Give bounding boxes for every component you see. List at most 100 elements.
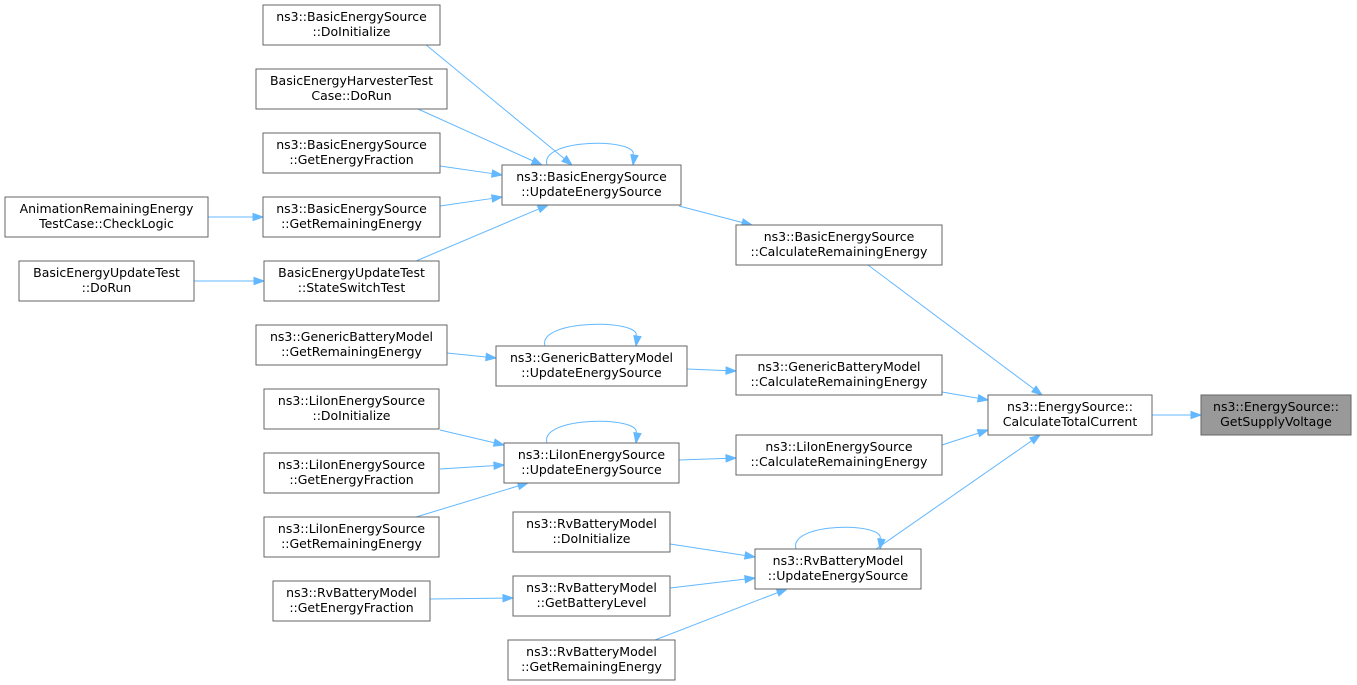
node-label-line: ns3::RvBatteryModel <box>526 516 657 531</box>
node-update-dorun[interactable]: BasicEnergyUpdateTest::DoRun <box>18 260 195 302</box>
node-label-line: ns3::BasicEnergySource <box>276 9 427 24</box>
node-label-line: ns3::LiIonEnergySource <box>518 447 666 462</box>
self-loop-path <box>546 420 637 444</box>
node-box <box>262 4 441 46</box>
arrow-head <box>253 276 266 286</box>
call-edge-basic-getrem-to-basic-update <box>439 194 504 207</box>
node-liion-calcrem[interactable]: ns3::LiIonEnergySource::CalculateRemaini… <box>735 434 943 476</box>
node-label-line: ::DoInitialize <box>552 531 630 546</box>
arrow-head <box>976 393 990 403</box>
node-label-line: ::StateSwitchTest <box>298 280 406 295</box>
node-box <box>501 164 682 206</box>
node-basic-calcrem[interactable]: ns3::BasicEnergySource::CalculateRemaini… <box>735 224 943 266</box>
node-label-line: ::GetRemainingEnergy <box>281 536 422 551</box>
call-edge-rv-getlevel-to-rv-update <box>669 574 757 589</box>
node-label-line: ns3::BasicEnergySource <box>276 137 427 152</box>
node-rv-getlevel[interactable]: ns3::RvBatteryModel::GetBatteryLevel <box>512 575 671 617</box>
node-liion-update[interactable]: ns3::LiIonEnergySource::UpdateEnergySour… <box>503 442 680 484</box>
node-label-line: ::CalculateRemainingEnergy <box>751 454 929 469</box>
node-box <box>18 260 195 302</box>
node-rv-update[interactable]: ns3::RvBatteryModel::UpdateEnergySource <box>754 548 922 590</box>
edge-path <box>686 368 727 372</box>
node-box <box>735 354 943 396</box>
self-loop-path <box>795 526 881 550</box>
node-generic-getrem[interactable]: ns3::GenericBatteryModel::GetRemainingEn… <box>255 324 448 366</box>
arrow-head <box>490 169 504 178</box>
self-loop-path <box>544 323 637 347</box>
node-box <box>272 580 431 622</box>
node-rv-getrem[interactable]: ns3::RvBatteryModel::GetRemainingEnergy <box>507 639 676 681</box>
node-label-line: ns3::RvBatteryModel <box>773 553 904 568</box>
node-label-line: ::DoRun <box>82 280 132 295</box>
node-rv-getfrac[interactable]: ns3::RvBatteryModel::GetEnergyFraction <box>272 580 431 622</box>
edge-path <box>654 592 778 641</box>
arrow-head <box>1028 434 1042 445</box>
call-edge-liion-calcrem-to-calctotalcurrent <box>941 429 990 446</box>
node-label-line: ::UpdateEnergySource <box>768 568 909 583</box>
call-edge-update-dorun-to-update-stateswitch <box>194 276 266 286</box>
edge-path <box>941 391 979 399</box>
node-label-line: ::CalculateRemainingEnergy <box>751 374 929 389</box>
node-basic-doinit[interactable]: ns3::BasicEnergySource::DoInitialize <box>262 4 441 46</box>
edge-path <box>417 108 534 162</box>
node-label-line: ns3::BasicEnergySource <box>764 229 915 244</box>
node-label-line: ns3::BasicEnergySource <box>276 201 427 216</box>
call-edge-liion-update-to-liion-update <box>546 420 642 445</box>
node-calctotalcurrent[interactable]: ns3::EnergySource::CalculateTotalCurrent <box>987 394 1153 436</box>
node-label-line: ns3::RvBatteryModel <box>286 585 417 600</box>
node-box <box>503 442 680 484</box>
node-label-line: CalculateTotalCurrent <box>1003 414 1138 429</box>
node-label-line: ::DoInitialize <box>312 24 390 39</box>
node-label-line: Case::DoRun <box>311 88 391 103</box>
node-generic-update[interactable]: ns3::GenericBatteryModel::UpdateEnergySo… <box>495 345 688 387</box>
node-label-line: ns3::GenericBatteryModel <box>270 329 433 344</box>
node-generic-calcrem[interactable]: ns3::GenericBatteryModel::CalculateRemai… <box>735 354 943 396</box>
nodes-layer: ns3::EnergySource::GetSupplyVoltagens3::… <box>4 4 1352 681</box>
node-box <box>512 511 671 553</box>
node-label-line: ::GetEnergyFraction <box>289 600 413 615</box>
call-edge-basic-getfrac-to-basic-update <box>439 165 504 178</box>
node-anim-checklogic[interactable]: AnimationRemainingEnergyTestCase::CheckL… <box>4 196 209 238</box>
node-label-line: GetSupplyVoltage <box>1220 414 1332 429</box>
call-edge-basic-update-to-basic-update <box>546 142 639 167</box>
call-edge-rv-getrem-to-rv-update <box>654 588 789 641</box>
call-edge-generic-getrem-to-generic-update <box>446 352 498 362</box>
node-box <box>255 324 448 366</box>
arrow-head <box>502 593 515 603</box>
node-label-line: ns3::BasicEnergySource <box>516 169 667 184</box>
node-label-line: ::CalculateRemainingEnergy <box>751 244 929 259</box>
call-edge-anim-checklogic-to-basic-getrem <box>208 212 265 222</box>
node-box <box>4 196 209 238</box>
node-label-line: ::GetRemainingEnergy <box>281 344 422 359</box>
node-label-line: BasicEnergyHarvesterTest <box>270 73 433 88</box>
node-update-stateswitch[interactable]: BasicEnergyUpdateTest::StateSwitchTest <box>263 260 440 302</box>
node-liion-getrem[interactable]: ns3::LiIonEnergySource::GetRemainingEner… <box>263 516 440 558</box>
node-liion-getfrac[interactable]: ns3::LiIonEnergySource::GetEnergyFractio… <box>263 452 440 494</box>
node-box <box>735 224 943 266</box>
node-label-line: ::GetRemainingEnergy <box>281 216 422 231</box>
node-basic-getfrac[interactable]: ns3::BasicEnergySource::GetEnergyFractio… <box>262 132 441 174</box>
arrow-head <box>725 454 738 463</box>
node-label-line: ns3::LiIonEnergySource <box>278 521 426 536</box>
node-getsupplyvoltage[interactable]: ns3::EnergySource::GetSupplyVoltage <box>1200 394 1352 436</box>
node-basic-getrem[interactable]: ns3::BasicEnergySource::GetRemainingEner… <box>262 196 441 238</box>
arrow-head <box>561 154 574 166</box>
node-label-line: ::UpdateEnergySource <box>521 462 662 477</box>
call-edge-rv-update-to-rv-update <box>795 526 886 551</box>
arrow-head <box>493 461 506 470</box>
call-edge-basic-update-to-basic-calcrem <box>678 205 754 227</box>
node-label-line: ns3::LiIonEnergySource <box>278 393 426 408</box>
node-label-line: ns3::EnergySource:: <box>1213 399 1339 414</box>
node-liion-doinit[interactable]: ns3::LiIonEnergySource::DoInitialize <box>263 388 440 430</box>
node-basic-update[interactable]: ns3::BasicEnergySource::UpdateEnergySour… <box>501 164 682 206</box>
arrow-head <box>633 334 642 348</box>
node-box <box>255 68 448 110</box>
node-rv-doinit[interactable]: ns3::RvBatteryModel::DoInitialize <box>512 511 671 553</box>
call-edge-liion-getfrac-to-liion-update <box>439 461 506 470</box>
arrow-head <box>536 204 550 214</box>
call-edge-rv-update-to-calctotalcurrent <box>875 434 1042 550</box>
arrow-head <box>252 212 265 222</box>
node-label-line: AnimationRemainingEnergy <box>20 201 194 216</box>
